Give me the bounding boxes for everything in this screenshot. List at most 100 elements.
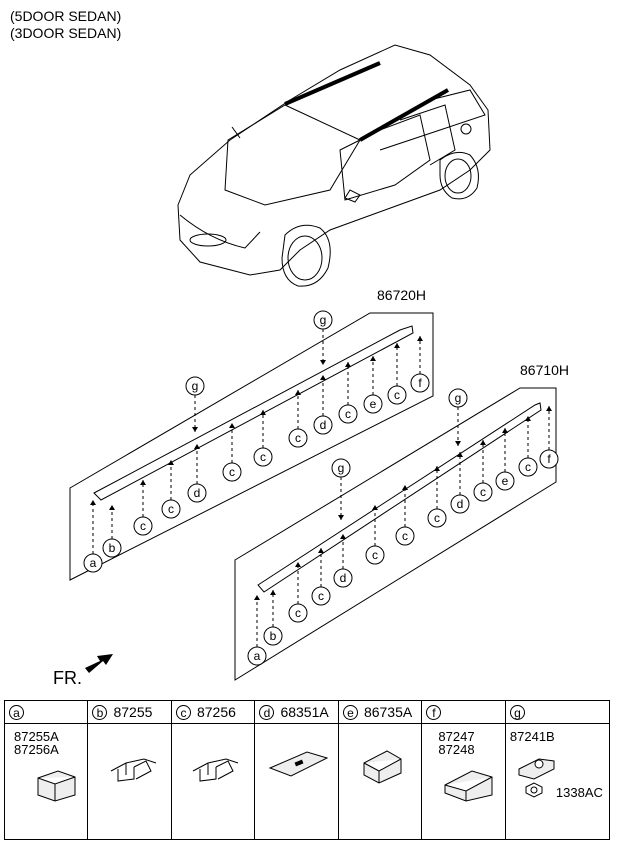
callout-label-lower-9: c	[434, 511, 440, 525]
callout-arrow-upper-1	[192, 427, 198, 432]
callout-label-upper-6: d	[194, 486, 201, 500]
callout-arrow-upper-13	[394, 343, 400, 348]
assembly-label-lower: 86710H	[520, 362, 569, 378]
assembly-86720h: 86720H	[69, 287, 434, 581]
callout-circle-upper-10	[313, 415, 333, 435]
callout-arrow-upper-5	[168, 460, 174, 465]
part-f-cap-icon	[444, 770, 493, 802]
legend-part-g-1: 87241B	[509, 729, 555, 744]
callout-label-lower-6: d	[340, 571, 347, 585]
callout-arrow-upper-6	[194, 444, 200, 449]
callout-arrow-upper-8	[260, 410, 266, 415]
roof-rack-rail-lower	[257, 402, 542, 593]
callout-label-upper-12: e	[370, 397, 377, 411]
part-c-clip-icon	[192, 758, 239, 782]
callout-arrow-lower-14	[546, 406, 552, 411]
callout-label-upper-5: c	[168, 502, 174, 516]
callout-label-lower-3: b	[270, 629, 277, 643]
callout-arrow-upper-4	[140, 480, 146, 485]
callout-arrow-upper-7	[229, 423, 235, 428]
callout-circle-upper-14	[410, 373, 430, 393]
callout-circle-upper-0	[313, 310, 333, 330]
callout-circle-upper-12	[363, 394, 383, 414]
callouts-lower: g g ab c c d c c c d c e c f	[247, 388, 559, 666]
callout-arrow-lower-6	[340, 534, 346, 539]
callout-label-upper-3: b	[109, 541, 116, 555]
callout-arrow-lower-8	[402, 485, 408, 490]
callout-arrow-lower-3	[270, 590, 276, 595]
callout-circle-lower-5	[311, 586, 331, 606]
callout-label-upper-4: c	[140, 519, 146, 533]
callout-arrow-lower-7	[372, 505, 378, 510]
callout-label-lower-0: g	[338, 461, 345, 475]
callout-circle-lower-6	[333, 568, 353, 588]
roof-rack-right-highlight	[359, 88, 449, 142]
parts-diagram: (5DOOR SEDAN) (3DOOR SEDAN) 86720H 86710…	[10, 8, 569, 688]
part-g-bolt-icon	[518, 758, 555, 798]
assembly-86710h: 86710H	[234, 362, 569, 681]
roof-rack-left-highlight	[284, 61, 381, 106]
callout-arrow-upper-0	[320, 360, 326, 365]
callout-arrow-lower-9	[434, 466, 440, 471]
legend-part-a-2: 87256A	[14, 742, 59, 757]
legend-callout-d: d	[259, 704, 275, 720]
callout-label-lower-1: g	[455, 391, 462, 405]
callout-circle-upper-3	[102, 538, 122, 558]
callout-arrow-upper-2	[90, 500, 96, 505]
callout-arrow-lower-12	[502, 428, 508, 433]
part-a-clip-icon	[37, 770, 76, 802]
callout-arrow-upper-12	[370, 356, 376, 361]
legend-part-e: 86735A	[363, 704, 413, 720]
callout-circle-lower-13	[518, 457, 538, 477]
callout-circle-upper-7	[222, 462, 242, 482]
callout-circle-upper-13	[387, 385, 407, 405]
callout-label-upper-9: c	[295, 431, 301, 445]
callout-circle-lower-4	[288, 603, 308, 623]
callout-circle-lower-1	[448, 388, 468, 408]
callout-label-lower-5: c	[318, 589, 324, 603]
callout-arrow-lower-13	[525, 416, 531, 421]
legend-callout-b: b	[92, 704, 108, 720]
callout-circle-upper-4	[133, 516, 153, 536]
callout-label-upper-14: f	[418, 376, 422, 390]
header-line-1: (5DOOR SEDAN)	[10, 8, 121, 24]
callout-label-upper-13: c	[394, 388, 400, 402]
legend-callout-e: e	[342, 704, 358, 720]
callout-arrow-upper-11	[345, 362, 351, 367]
part-d-pad-icon	[269, 751, 329, 777]
legend-cell-a: a 87255A 87256A	[5, 701, 89, 839]
legend-callout-f: f	[426, 704, 442, 720]
callout-label-lower-14: f	[547, 452, 551, 466]
callout-arrow-upper-3	[109, 505, 115, 510]
callout-label-lower-2: a	[254, 649, 261, 663]
callout-label-lower-10: d	[457, 497, 464, 511]
callout-label-lower-7: c	[372, 548, 378, 562]
legend-part-a-1: 87255A	[14, 729, 59, 744]
legend-part-b: 87255	[113, 704, 153, 720]
legend-part-g-2: 1338AC	[555, 785, 603, 800]
legend-callout-g: g	[509, 704, 525, 720]
assembly-label-upper: 86720H	[377, 287, 426, 303]
legend-callout-a: a	[9, 704, 24, 720]
callout-arrow-lower-4	[295, 562, 301, 567]
callout-label-upper-0: g	[320, 313, 327, 327]
part-b-clip-icon	[111, 758, 157, 782]
callout-circle-lower-10	[450, 494, 470, 514]
callout-circle-upper-2	[83, 553, 103, 573]
callout-circle-lower-0	[331, 458, 351, 478]
header-line-2: (3DOOR SEDAN)	[10, 25, 121, 41]
callout-arrow-upper-9	[295, 390, 301, 395]
callout-circle-upper-6	[187, 483, 207, 503]
callout-arrow-lower-0	[338, 515, 344, 520]
callout-label-upper-11: c	[345, 407, 351, 421]
callout-label-lower-13: c	[525, 460, 531, 474]
callout-label-upper-7: c	[229, 465, 235, 479]
callout-circle-lower-3	[263, 626, 283, 646]
front-direction-label: FR.	[53, 668, 82, 688]
callout-circle-lower-8	[395, 526, 415, 546]
callout-label-lower-4: c	[295, 606, 301, 620]
callout-circle-lower-2	[247, 646, 267, 666]
callout-label-upper-2: a	[90, 556, 97, 570]
